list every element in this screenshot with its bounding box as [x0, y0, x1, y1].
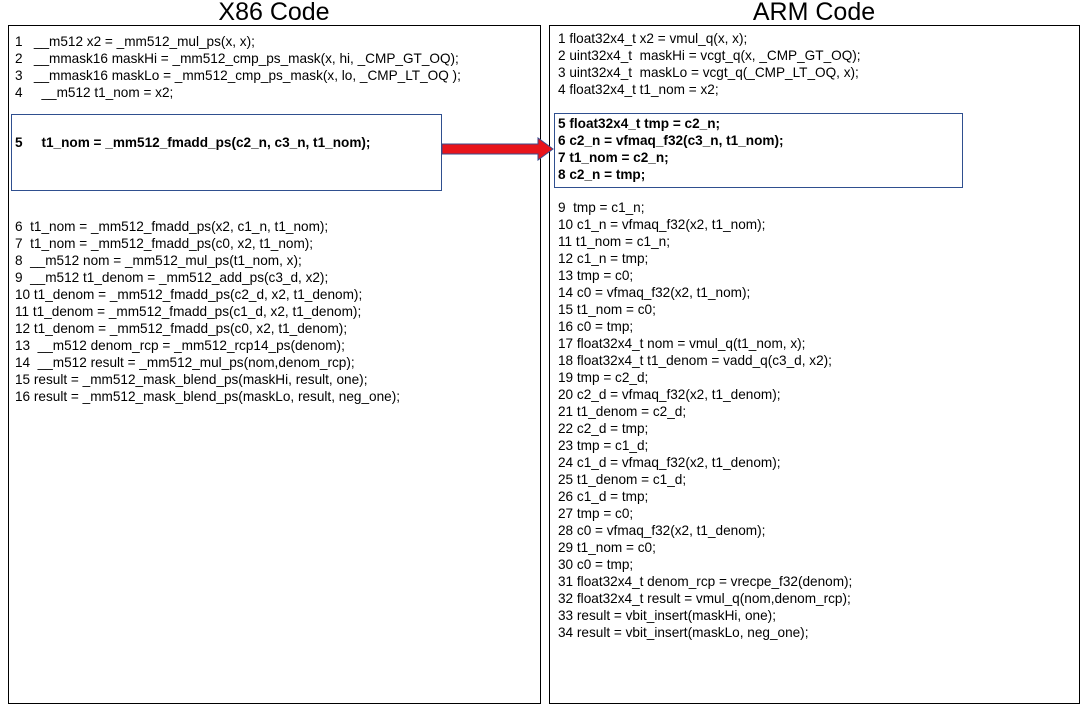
translation-arrow-icon — [441, 137, 554, 161]
arm-code-line: 10 c1_n = vfmaq_f32(x2, t1_nom); — [558, 217, 766, 232]
arm-code-line: 22 c2_d = tmp; — [558, 421, 649, 436]
arm-code-line: 20 c2_d = vfmaq_f32(x2, t1_denom); — [558, 387, 781, 402]
arm-code-line: 18 float32x4_t t1_denom = vadd_q(c3_d, x… — [558, 353, 832, 368]
x86-code-panel — [8, 25, 541, 704]
arm-code-line: 19 tmp = c2_d; — [558, 370, 649, 385]
x86-code-line: 12 t1_denom = _mm512_fmadd_ps(c0, x2, t1… — [15, 321, 348, 336]
x86-code-line: 15 result = _mm512_mask_blend_ps(maskHi,… — [15, 372, 368, 387]
arm-code-line: 3 uint32x4_t maskLo = vcgt_q(_CMP_LT_OQ,… — [558, 65, 859, 80]
x86-code-line: 16 result = _mm512_mask_blend_ps(maskLo,… — [15, 389, 400, 404]
arm-code-line: 27 tmp = c0; — [558, 506, 634, 521]
arm-code-line: 2 uint32x4_t maskHi = vcgt_q(x, _CMP_GT_… — [558, 48, 861, 63]
arm-code-line: 31 float32x4_t denom_rcp = vrecpe_f32(de… — [558, 574, 853, 589]
arm-code-line: 1 float32x4_t x2 = vmul_q(x, x); — [558, 31, 748, 46]
x86-code-line: 1 __m512 x2 = _mm512_mul_ps(x, x); — [15, 34, 255, 49]
arm-highlight-box — [554, 113, 963, 188]
arm-code-line: 16 c0 = tmp; — [558, 319, 634, 334]
arm-code-line: 26 c1_d = tmp; — [558, 489, 649, 504]
x86-code-line: 4 __m512 t1_nom = x2; — [15, 85, 174, 100]
x86-code-line: 3 __mmask16 maskLo = _mm512_cmp_ps_mask(… — [15, 68, 461, 83]
arm-code-line: 23 tmp = c1_d; — [558, 438, 649, 453]
x86-code-lines-after: 6 t1_nom = _mm512_fmadd_ps(x2, c1_n, t1_… — [15, 218, 400, 405]
arm-code-lines-after: 9 tmp = c1_n; 10 c1_n = vfmaq_f32(x2, t1… — [558, 199, 852, 641]
arm-highlighted-code-line: 7 t1_nom = c2_n; — [558, 150, 669, 165]
x86-code-line: 8 __m512 nom = _mm512_mul_ps(t1_nom, x); — [15, 253, 302, 268]
arm-code-line: 28 c0 = vfmaq_f32(x2, t1_denom); — [558, 523, 766, 538]
x86-code-title: X86 Code — [218, 0, 330, 26]
arm-code-title: ARM Code — [752, 0, 876, 26]
arm-code-line: 29 t1_nom = c0; — [558, 540, 656, 555]
arm-code-line: 32 float32x4_t result = vmul_q(nom,denom… — [558, 591, 851, 606]
arm-code-line: 14 c0 = vfmaq_f32(x2, t1_nom); — [558, 285, 751, 300]
arm-code-line: 24 c1_d = vfmaq_f32(x2, t1_denom); — [558, 455, 781, 470]
arm-code-line: 34 result = vbit_insert(maskLo, neg_one)… — [558, 625, 809, 640]
x86-code-line: 14 __m512 result = _mm512_mul_ps(nom,den… — [15, 355, 355, 370]
arm-highlighted-code-line: 5 float32x4_t tmp = c2_n; — [558, 116, 721, 131]
arm-code-line: 15 t1_nom = c0; — [558, 302, 656, 317]
x86-code-line: 7 t1_nom = _mm512_fmadd_ps(c0, x2, t1_no… — [15, 236, 314, 251]
x86-highlight-box — [11, 114, 442, 191]
arm-highlighted-code-line: 6 c2_n = vfmaq_f32(c3_n, t1_nom); — [558, 133, 784, 148]
arm-code-line: 4 float32x4_t t1_nom = x2; — [558, 82, 719, 97]
x86-code-line: 11 t1_denom = _mm512_fmadd_ps(c1_d, x2, … — [15, 304, 362, 319]
x86-code-line: 13 __m512 denom_rcp = _mm512_rcp14_ps(de… — [15, 338, 345, 353]
arm-code-line: 12 c1_n = tmp; — [558, 251, 649, 266]
arm-code-line: 11 t1_nom = c1_n; — [558, 234, 670, 249]
arm-code-line: 30 c0 = tmp; — [558, 557, 634, 572]
x86-code-lines-before: 1 __m512 x2 = _mm512_mul_ps(x, x); 2 __m… — [15, 33, 461, 101]
arm-code-line: 9 tmp = c1_n; — [558, 200, 645, 215]
arm-highlighted-code-line: 8 c2_n = tmp; — [558, 167, 646, 182]
arm-code-line: 13 tmp = c0; — [558, 268, 634, 283]
arm-code-line: 33 result = vbit_insert(maskHi, one); — [558, 608, 776, 623]
x86-code-line: 9 __m512 t1_denom = _mm512_add_ps(c3_d, … — [15, 270, 329, 285]
arm-highlighted-code-lines: 5 float32x4_t tmp = c2_n; 6 c2_n = vfmaq… — [558, 115, 784, 183]
x86-highlighted-code-line: 5 t1_nom = _mm512_fmadd_ps(c2_n, c3_n, t… — [15, 135, 371, 150]
arm-code-panel — [549, 25, 1080, 704]
x86-code-line: 2 __mmask16 maskHi = _mm512_cmp_ps_mask(… — [15, 51, 459, 66]
x86-code-line: 6 t1_nom = _mm512_fmadd_ps(x2, c1_n, t1_… — [15, 219, 329, 234]
arm-code-line: 17 float32x4_t nom = vmul_q(t1_nom, x); — [558, 336, 806, 351]
arm-code-lines-before: 1 float32x4_t x2 = vmul_q(x, x); 2 uint3… — [558, 30, 861, 98]
x86-code-line: 10 t1_denom = _mm512_fmadd_ps(c2_d, x2, … — [15, 287, 363, 302]
arm-code-line: 25 t1_denom = c1_d; — [558, 472, 687, 487]
arm-code-line: 21 t1_denom = c2_d; — [558, 404, 687, 419]
